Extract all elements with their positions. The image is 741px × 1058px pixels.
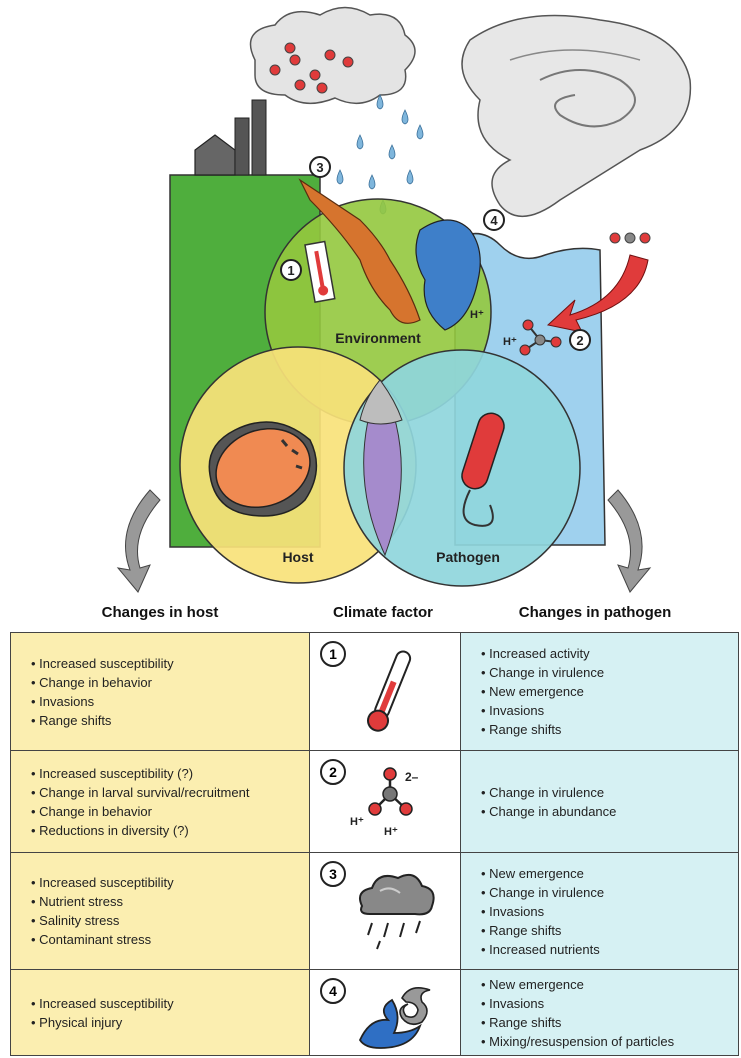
hurricane-icon <box>461 14 692 218</box>
wave-icon <box>415 219 481 331</box>
header-factor: Climate factor <box>332 604 434 621</box>
host-cell: Increased susceptibility (?) Change in l… <box>10 750 310 853</box>
host-list: Increased susceptibility Change in behav… <box>11 654 309 730</box>
pathogen-cell: Change in virulence Change in abundance <box>460 750 739 853</box>
factor-cell: 3 <box>309 852 461 970</box>
list-item: Change in virulence <box>481 883 738 902</box>
factory-icon <box>194 99 267 176</box>
list-item: Mixing/resuspension of particles <box>481 1032 738 1051</box>
list-item: Increased activity <box>481 644 738 663</box>
host-cell: Increased susceptibility Physical injury <box>10 969 310 1056</box>
list-item: Increased susceptibility <box>31 873 309 892</box>
list-item: New emergence <box>481 682 738 701</box>
list-item: Reductions in diversity (?) <box>31 821 309 840</box>
rain-cloud-icon <box>359 873 435 950</box>
list-item: Invasions <box>481 994 738 1013</box>
list-item: Increased susceptibility (?) <box>31 764 309 783</box>
host-list: Increased susceptibility (?) Change in l… <box>11 764 309 840</box>
list-item: Change in abundance <box>481 802 738 821</box>
h-plus-label-water: H⁺ <box>503 336 517 348</box>
pathogen-cell: New emergence Change in virulence Invasi… <box>460 852 739 970</box>
list-item: Change in behavior <box>31 673 309 692</box>
smoke-cloud-icon <box>249 6 416 104</box>
list-item: Change in virulence <box>481 663 738 682</box>
list-item: Invasions <box>31 692 309 711</box>
host-list: Increased susceptibility Physical injury <box>11 994 309 1032</box>
coral-icon <box>208 421 318 517</box>
pathogen-cell: New emergence Invasions Range shifts Mix… <box>460 969 739 1056</box>
svg-text:4: 4 <box>490 213 498 228</box>
list-item: New emergence <box>481 975 738 994</box>
pathogen-list: Increased activity Change in virulence N… <box>461 644 738 739</box>
list-item: New emergence <box>481 864 738 883</box>
environment-label: Environment <box>335 330 421 346</box>
marker-4: 4 <box>483 209 505 231</box>
factor-cell: 1 <box>309 632 461 751</box>
list-item: Contaminant stress <box>31 930 309 949</box>
svg-text:2: 2 <box>576 333 583 348</box>
h-plus-label: H⁺ <box>384 826 398 838</box>
list-item: Salinity stress <box>31 911 309 930</box>
list-item: Range shifts <box>481 921 738 940</box>
pathogen-label: Pathogen <box>436 549 500 565</box>
factor-number: 4 <box>320 978 346 1004</box>
header-pathogen: Changes in pathogen <box>518 604 672 621</box>
host-cell: Increased susceptibility Nutrient stress… <box>10 852 310 970</box>
right-down-arrow-icon <box>607 489 652 593</box>
carbonate-molecule-icon: 2– H⁺ H⁺ <box>350 767 419 838</box>
list-item: Nutrient stress <box>31 892 309 911</box>
factor-number: 3 <box>320 861 346 887</box>
carbonate-molecule-icon <box>519 319 562 356</box>
left-down-arrow-icon <box>116 489 161 593</box>
factor-cell: 2 2– H⁺ H⁺ <box>309 750 461 853</box>
table-row: Increased susceptibility Physical injury… <box>10 969 739 1056</box>
list-item: Change in behavior <box>31 802 309 821</box>
header-host: Changes in host <box>101 604 219 621</box>
marker-3: 3 <box>309 156 331 178</box>
thermometer-icon <box>304 240 336 303</box>
list-item: Range shifts <box>481 720 738 739</box>
pathogen-circle <box>343 349 581 587</box>
charge-label: 2– <box>405 770 419 784</box>
marker-1: 1 <box>280 259 302 281</box>
list-item: Change in virulence <box>481 783 738 802</box>
co2-molecule-icon <box>609 232 651 244</box>
list-item: Increased nutrients <box>481 940 738 959</box>
factor-number: 1 <box>320 641 346 667</box>
list-item: Change in larval survival/recruitment <box>31 783 309 802</box>
factor-number: 2 <box>320 759 346 785</box>
host-cell: Increased susceptibility Change in behav… <box>10 632 310 751</box>
list-item: Increased susceptibility <box>31 994 309 1013</box>
storm-wave-icon <box>358 987 431 1049</box>
table-row: Increased susceptibility (?) Change in l… <box>10 750 739 853</box>
pathogen-list: New emergence Invasions Range shifts Mix… <box>461 975 738 1051</box>
table-row: Increased susceptibility Nutrient stress… <box>10 852 739 970</box>
host-list: Increased susceptibility Nutrient stress… <box>11 873 309 949</box>
list-item: Physical injury <box>31 1013 309 1032</box>
svg-text:1: 1 <box>287 263 294 278</box>
marker-2: 2 <box>569 329 591 351</box>
host-label: Host <box>282 549 313 565</box>
svg-text:3: 3 <box>316 160 323 175</box>
pathogen-list: Change in virulence Change in abundance <box>461 783 738 821</box>
h-plus-label-wave: H⁺ <box>470 309 484 321</box>
rain-drops <box>336 94 424 215</box>
climate-disease-diagram: 1 2 3 4 Environment Host Pathogen H⁺ H⁺ <box>116 6 692 593</box>
list-item: Invasions <box>481 902 738 921</box>
center-overlap <box>359 379 403 425</box>
pathogen-list: New emergence Change in virulence Invasi… <box>461 864 738 959</box>
list-item: Range shifts <box>481 1013 738 1032</box>
list-item: Invasions <box>481 701 738 720</box>
effects-table: Increased susceptibility Change in behav… <box>10 632 739 1056</box>
list-item: Increased susceptibility <box>31 654 309 673</box>
thermometer-icon <box>367 650 412 732</box>
table-row: Increased susceptibility Change in behav… <box>10 632 739 751</box>
list-item: Range shifts <box>31 711 309 730</box>
bacterium-icon <box>461 412 505 527</box>
river-icon <box>298 178 421 324</box>
factor-cell: 4 <box>309 969 461 1056</box>
pathogen-cell: Increased activity Change in virulence N… <box>460 632 739 751</box>
h-plus-label: H⁺ <box>350 816 364 828</box>
